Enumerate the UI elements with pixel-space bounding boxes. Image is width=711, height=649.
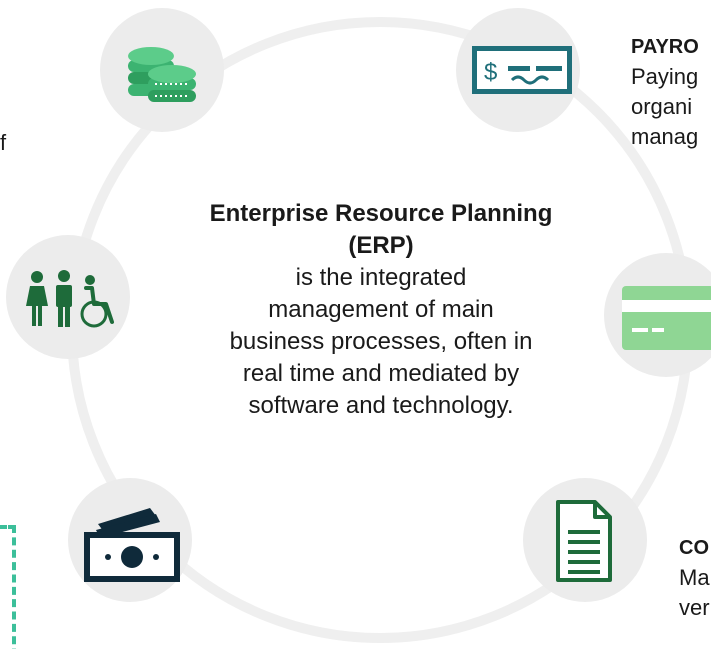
erp-body-line: is the integrated: [295, 264, 467, 291]
node-contract[interactable]: [523, 478, 647, 602]
payroll-line: Paying: [631, 64, 699, 89]
cash-icon: [84, 508, 180, 582]
node-coins[interactable]: [100, 8, 224, 132]
contract-text: CO Ma ver: [679, 533, 710, 623]
left-text-fragment: f: [0, 128, 6, 158]
payroll-text: PAYRO Paying organi manag: [631, 32, 699, 152]
payroll-line: organi: [631, 94, 693, 119]
erp-title: Enterprise Resource Planning (ERP): [209, 200, 553, 259]
node-card[interactable]: [604, 253, 711, 377]
contract-line: Ma: [679, 565, 710, 590]
coins-icon: [128, 47, 196, 102]
payroll-line: manag: [631, 124, 699, 149]
center-description: Enterprise Resource Planning (ERP) is th…: [190, 198, 572, 422]
contract-heading: CO: [679, 537, 709, 559]
node-payroll[interactable]: $: [456, 8, 580, 132]
credit-card-icon: [622, 286, 711, 350]
people-icon: [26, 270, 114, 328]
erp-body-line: management of main: [268, 296, 494, 323]
erp-body-line: real time and mediated by: [242, 360, 520, 387]
payroll-heading: PAYRO: [631, 36, 699, 58]
erp-body-line: software and technology.: [248, 392, 514, 419]
check-icon: $: [472, 46, 572, 94]
node-cash[interactable]: [68, 478, 192, 602]
dashed-frame: [0, 525, 16, 649]
svg-text:$: $: [484, 59, 497, 86]
node-people[interactable]: [6, 235, 130, 359]
document-icon: [556, 500, 612, 582]
left-fragment-label: f: [0, 130, 7, 155]
erp-body-line: business processes, often in: [229, 328, 533, 355]
contract-line: ver: [679, 595, 710, 620]
